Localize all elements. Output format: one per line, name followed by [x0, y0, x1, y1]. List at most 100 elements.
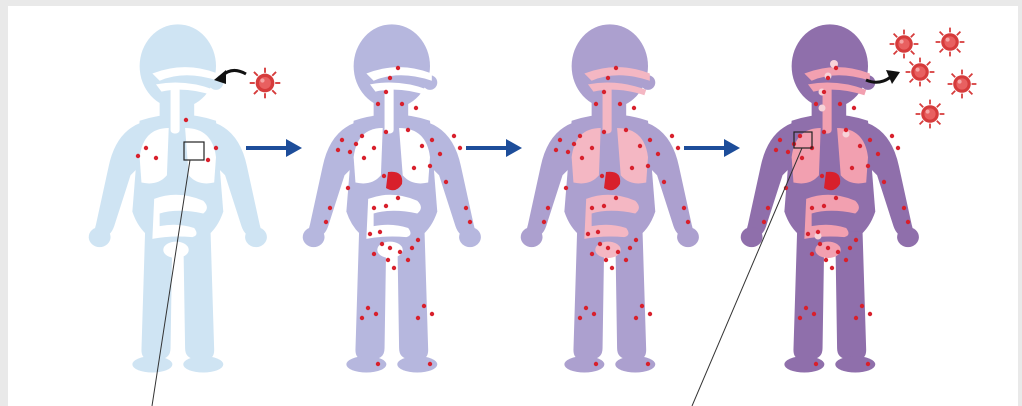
- infection-dot: [328, 206, 332, 210]
- infection-dot: [452, 134, 456, 138]
- infection-dot: [578, 316, 582, 320]
- infection-dot: [810, 206, 814, 210]
- infection-dot: [656, 152, 660, 156]
- infection-dot: [616, 250, 620, 254]
- infection-dot: [360, 316, 364, 320]
- infection-dot: [416, 316, 420, 320]
- infection-dot: [430, 138, 434, 142]
- virus-icon: [948, 70, 977, 99]
- infection-dot: [388, 246, 392, 250]
- infection-dot: [634, 238, 638, 242]
- infection-dot: [854, 316, 858, 320]
- infection-dot: [610, 266, 614, 270]
- infection-dot: [804, 306, 808, 310]
- infection-dot: [444, 180, 448, 184]
- infection-dot: [676, 146, 680, 150]
- infection-dot: [604, 258, 608, 262]
- infection-dot: [614, 196, 618, 200]
- infection-dot: [400, 102, 404, 106]
- infection-dot: [814, 362, 818, 366]
- infection-dot: [586, 232, 590, 236]
- infection-dot: [646, 164, 650, 168]
- virus-icon: [890, 30, 919, 59]
- infection-dot: [464, 206, 468, 210]
- infection-dot: [778, 138, 782, 142]
- infection-dot: [798, 134, 802, 138]
- infection-dot: [428, 164, 432, 168]
- child-figure-stage-2: [303, 24, 481, 372]
- infection-dot: [826, 76, 830, 80]
- infection-dot: [398, 250, 402, 254]
- infection-dot: [860, 304, 864, 308]
- infection-dot: [566, 150, 570, 154]
- infection-dot: [628, 246, 632, 250]
- infection-dot: [822, 130, 826, 134]
- infection-dot: [386, 258, 390, 262]
- infection-dot: [602, 204, 606, 208]
- infection-dot: [378, 230, 382, 234]
- virus-icon: [916, 100, 945, 129]
- infection-dot: [798, 316, 802, 320]
- infection-dot: [596, 230, 600, 234]
- infection-dot: [670, 134, 674, 138]
- infection-dot: [578, 134, 582, 138]
- infection-dot: [346, 186, 350, 190]
- infection-dot: [834, 66, 838, 70]
- infection-dot: [376, 102, 380, 106]
- infection-dot: [876, 152, 880, 156]
- infection-dot: [590, 252, 594, 256]
- infection-dot: [336, 148, 340, 152]
- infection-dot: [844, 128, 848, 132]
- infection-dot: [816, 230, 820, 234]
- infection-dot: [382, 174, 386, 178]
- infection-dot: [602, 130, 606, 134]
- infection-dot: [396, 66, 400, 70]
- infection-dot: [340, 138, 344, 142]
- infection-dot: [848, 246, 852, 250]
- infection-dot: [866, 362, 870, 366]
- infection-dot: [546, 206, 550, 210]
- infection-dot: [844, 258, 848, 262]
- infection-dot: [852, 106, 856, 110]
- infection-dot: [362, 156, 366, 160]
- infection-dot: [634, 316, 638, 320]
- infection-dot: [648, 138, 652, 142]
- infection-dot: [372, 252, 376, 256]
- infection-dot: [590, 206, 594, 210]
- infection-dot: [902, 206, 906, 210]
- infection-dot: [826, 246, 830, 250]
- infection-dot: [584, 306, 588, 310]
- infection-dot: [406, 258, 410, 262]
- infection-dot: [384, 130, 388, 134]
- infection-dot: [374, 312, 378, 316]
- infection-dot: [184, 118, 188, 122]
- infection-dot: [554, 148, 558, 152]
- infection-dot: [786, 150, 790, 154]
- infection-dot: [580, 156, 584, 160]
- infection-dot: [366, 306, 370, 310]
- infection-dot: [614, 66, 618, 70]
- infection-dot: [824, 258, 828, 262]
- infection-dot: [834, 196, 838, 200]
- infection-dot: [606, 76, 610, 80]
- infection-dot: [640, 304, 644, 308]
- infection-dot: [632, 106, 636, 110]
- infection-dot: [558, 138, 562, 142]
- infection-dot: [396, 196, 400, 200]
- infection-dot: [354, 142, 358, 146]
- infection-dot: [682, 206, 686, 210]
- infection-dot: [458, 146, 462, 150]
- child-figure-stage-1: [89, 24, 267, 372]
- infection-dot: [348, 150, 352, 154]
- infection-dot: [384, 204, 388, 208]
- infection-dot: [376, 362, 380, 366]
- infection-dot: [144, 146, 148, 150]
- infection-dot: [646, 362, 650, 366]
- infection-dot: [800, 156, 804, 160]
- infection-dot: [624, 258, 628, 262]
- infection-dot: [906, 220, 910, 224]
- infection-dot: [594, 102, 598, 106]
- infection-dot: [868, 312, 872, 316]
- infection-dot: [206, 158, 210, 162]
